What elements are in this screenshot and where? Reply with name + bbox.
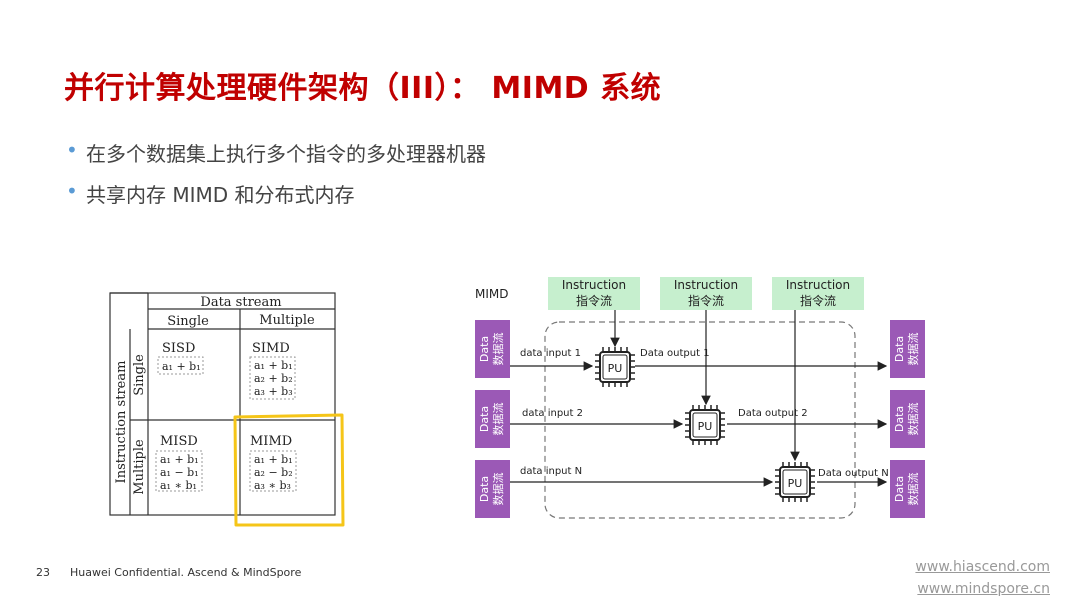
- row-single-label: Single: [132, 354, 147, 396]
- svg-text:指令流: 指令流: [576, 293, 612, 308]
- instruction-stream-label: Instruction stream: [114, 361, 129, 484]
- svg-text:指令流: 指令流: [800, 293, 836, 308]
- mimd-diagram-label: MIMD: [475, 287, 509, 301]
- processing-unit-chip-icon: PU: [595, 347, 635, 387]
- svg-text:Data: Data: [478, 406, 491, 432]
- svg-text:Data: Data: [478, 476, 491, 502]
- svg-text:数据流: 数据流: [491, 473, 505, 506]
- col-multiple-label: Multiple: [259, 313, 315, 328]
- svg-text:数据流: 数据流: [491, 333, 505, 366]
- instruction-box: Instruction 指令流: [660, 277, 752, 310]
- svg-text:Data: Data: [478, 336, 491, 362]
- mimd-highlight-box: [233, 413, 345, 527]
- data-output-label: Data output 1: [640, 348, 710, 359]
- svg-text:PU: PU: [698, 420, 713, 433]
- data-output-label: Data output 2: [738, 408, 808, 419]
- mimd-op: a₂ − b₂: [254, 466, 293, 479]
- svg-text:Data: Data: [893, 476, 906, 502]
- processing-unit-chip-icon: PU: [685, 405, 725, 445]
- svg-text:Instruction: Instruction: [562, 278, 626, 292]
- data-output-box: Data 数据流: [890, 390, 925, 448]
- instruction-box: Instruction 指令流: [772, 277, 864, 310]
- data-output-box: Data 数据流: [890, 320, 925, 378]
- bullet-list: •在多个数据集上执行多个指令的多处理器机器 •共享内存 MIMD 和分布式内存: [66, 138, 486, 220]
- data-input-label: data input 1: [520, 348, 581, 359]
- slide-title: 并行计算处理硬件架构（III）： MIMD 系统: [64, 71, 662, 106]
- svg-text:数据流: 数据流: [906, 333, 920, 366]
- data-output-label: Data output N: [818, 468, 889, 479]
- sisd-op: a₁ + b₁: [162, 360, 201, 373]
- mindspore-link[interactable]: www.mindspore.cn: [917, 581, 1050, 597]
- simd-op: a₃ + b₃: [254, 385, 293, 398]
- misd-op: a₁ + b₁: [160, 453, 199, 466]
- data-output-box: Data 数据流: [890, 460, 925, 518]
- data-input-box: Data 数据流: [475, 320, 510, 378]
- svg-text:Instruction: Instruction: [786, 278, 850, 292]
- hiascend-link[interactable]: www.hiascend.com: [915, 559, 1050, 575]
- processing-unit-chip-icon: PU: [775, 462, 815, 502]
- bullet-dot-icon: •: [66, 179, 78, 203]
- svg-text:数据流: 数据流: [906, 403, 920, 436]
- mimd-architecture-diagram: MIMD Instruction 指令流 Instruction 指令流 Ins…: [475, 277, 925, 519]
- svg-text:Instruction: Instruction: [674, 278, 738, 292]
- data-input-label: data input 2: [522, 408, 583, 419]
- flynn-taxonomy-table: Data stream Single Multiple Instruction …: [109, 292, 345, 527]
- svg-text:Data: Data: [893, 336, 906, 362]
- mimd-label: MIMD: [250, 434, 292, 449]
- simd-op: a₁ + b₁: [254, 359, 293, 372]
- bullet-item: •共享内存 MIMD 和分布式内存: [66, 179, 355, 207]
- svg-text:PU: PU: [788, 477, 803, 490]
- svg-text:Data: Data: [893, 406, 906, 432]
- processing-region: [544, 321, 856, 519]
- sisd-label: SISD: [162, 341, 195, 356]
- svg-text:数据流: 数据流: [491, 403, 505, 436]
- misd-op: a₁ ∗ b₁: [160, 479, 197, 492]
- misd-op: a₁ − b₁: [160, 466, 199, 479]
- page-number: 23: [36, 566, 50, 579]
- misd-label: MISD: [160, 434, 198, 449]
- data-stream-label: Data stream: [200, 295, 281, 310]
- data-input-box: Data 数据流: [475, 390, 510, 448]
- footer-links: www.hiascend.com www.mindspore.cn: [915, 556, 1050, 600]
- data-input-label: data input N: [520, 466, 582, 477]
- simd-op: a₂ + b₂: [254, 372, 293, 385]
- svg-text:数据流: 数据流: [906, 473, 920, 506]
- instruction-box: Instruction 指令流: [548, 277, 640, 310]
- footer-confidential: Huawei Confidential. Ascend & MindSpore: [70, 566, 302, 579]
- bullet-dot-icon: •: [66, 138, 78, 162]
- simd-label: SIMD: [252, 341, 290, 356]
- bullet-item: •在多个数据集上执行多个指令的多处理器机器: [66, 138, 486, 166]
- svg-text:PU: PU: [608, 362, 623, 375]
- mimd-op: a₁ + b₁: [254, 453, 293, 466]
- mimd-op: a₃ ∗ b₃: [254, 479, 291, 492]
- svg-text:指令流: 指令流: [688, 293, 724, 308]
- data-input-box: Data 数据流: [475, 460, 510, 518]
- row-multiple-label: Multiple: [132, 439, 147, 495]
- col-single-label: Single: [167, 314, 209, 329]
